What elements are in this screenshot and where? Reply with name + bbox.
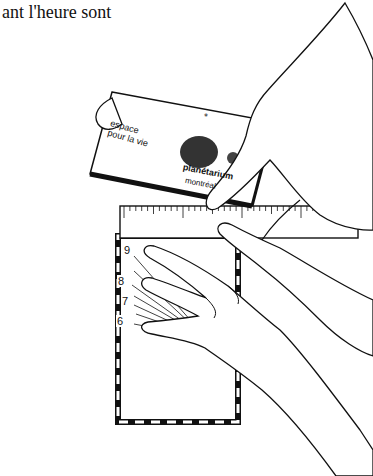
hand bbox=[142, 246, 373, 476]
hand-knuckles bbox=[206, 286, 239, 318]
callout-number: 6 bbox=[116, 315, 124, 327]
callout-number: 7 bbox=[121, 295, 129, 307]
callout-number: 8 bbox=[117, 275, 125, 287]
page-text: ant l'heure sont bbox=[2, 2, 111, 22]
hand-finger bbox=[262, 200, 300, 240]
hand bbox=[206, 3, 373, 230]
svg-text:*: * bbox=[204, 113, 208, 122]
callout-number: 9 bbox=[123, 244, 131, 256]
